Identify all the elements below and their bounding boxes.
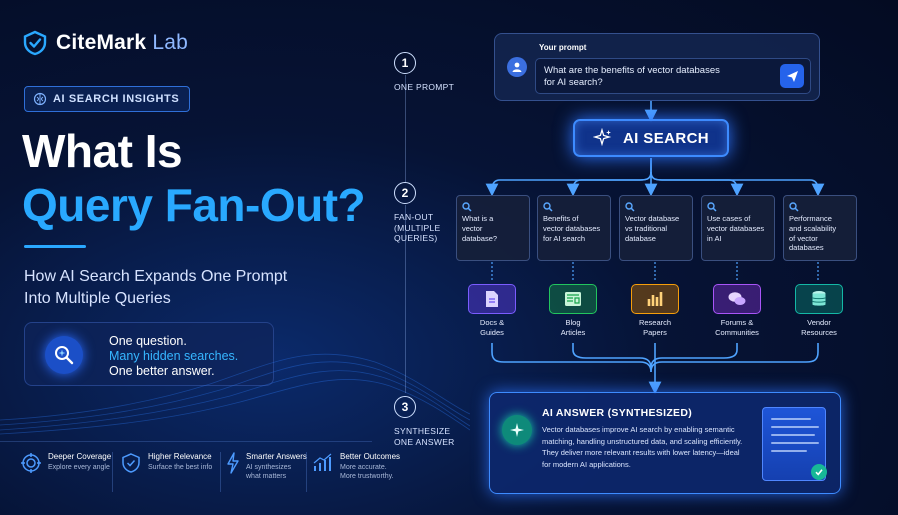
benefit-title: Smarter Answers	[246, 452, 307, 461]
brand-name: CiteMark Lab	[56, 31, 188, 54]
target-icon	[21, 453, 41, 473]
answer-document-icon	[762, 407, 827, 481]
source-forums-communities	[713, 284, 761, 314]
send-button[interactable]	[780, 64, 804, 88]
step-3-label: SYNTHESIZE ONE ANSWER	[394, 426, 455, 447]
search-icon	[707, 202, 717, 212]
prompt-panel: Your prompt What are the benefits of vec…	[494, 33, 820, 101]
question-line1: One question.	[109, 334, 187, 348]
benefit-smarter-answers: Smarter Answers AI synthesizes what matt…	[226, 452, 307, 482]
shield-check-logo-icon	[23, 30, 47, 56]
benefit-separator	[112, 452, 113, 492]
step-connector	[405, 75, 406, 183]
bolt-icon	[227, 452, 239, 474]
benefit-desc: Explore every angle	[48, 463, 110, 471]
send-icon	[786, 70, 798, 82]
step-2-label: FAN-OUT (MULTIPLE QUERIES)	[394, 212, 441, 244]
step-3-circle: 3	[394, 396, 416, 418]
source-vendor-resources	[795, 284, 843, 314]
step-2-circle: 2	[394, 182, 416, 204]
sparkle-icon	[502, 415, 532, 445]
check-icon	[811, 464, 827, 480]
chart-bars-icon	[647, 292, 663, 306]
article-icon	[565, 292, 581, 306]
prompt-label: Your prompt	[539, 43, 587, 52]
step-connector	[405, 205, 406, 393]
headline-line2: Query Fan-Out?	[22, 179, 366, 231]
benefit-separator	[220, 452, 221, 492]
user-avatar-icon	[507, 57, 527, 77]
brain-icon	[33, 92, 47, 106]
step-1-circle: 1	[394, 52, 416, 74]
decorative-wave	[0, 353, 470, 435]
benefit-higher-relevance: Higher Relevance Surface the best info	[120, 452, 212, 474]
benefit-title: Higher Relevance	[148, 452, 212, 461]
benefit-desc: Surface the best info	[148, 463, 213, 471]
chat-bubbles-icon	[728, 292, 746, 305]
document-icon	[486, 291, 498, 307]
benefit-desc: More trustworthy.	[340, 473, 394, 481]
benefit-title: Deeper Coverage	[48, 452, 112, 461]
benefit-title: Better Outcomes	[340, 452, 401, 461]
question-card: One question. Many hidden searches. One …	[24, 322, 274, 386]
search-icon	[543, 202, 553, 212]
search-icon	[462, 202, 472, 212]
source-blog-articles	[549, 284, 597, 314]
sparkle-icon	[592, 128, 612, 147]
ai-answer-panel: AI ANSWER (SYNTHESIZED) Vector databases…	[489, 392, 841, 494]
prompt-input[interactable]: What are the benefits of vector database…	[535, 58, 811, 94]
source-research-papers	[631, 284, 679, 314]
prompt-text: What are the benefits of vector database…	[544, 65, 720, 88]
benefit-deeper-coverage: Deeper Coverage Explore every angle	[20, 452, 111, 474]
question-line3: One better answer.	[109, 364, 215, 378]
step-1-label: ONE PROMPT	[394, 82, 455, 92]
shield-check-icon	[122, 453, 140, 473]
benefit-separator	[306, 452, 307, 492]
database-icon	[812, 291, 826, 306]
answer-title: AI ANSWER (SYNTHESIZED)	[542, 407, 693, 419]
source-label: Docs &Guides	[479, 318, 505, 338]
ai-search-node: AI SEARCH	[573, 119, 729, 157]
ai-search-label: AI SEARCH	[622, 129, 710, 147]
search-icon	[625, 202, 635, 212]
benefit-better-outcomes: Better Outcomes More accurate. More trus…	[312, 452, 400, 482]
question-line2: Many hidden searches.	[109, 349, 239, 363]
benefit-desc: More accurate.	[340, 463, 387, 471]
brand-logo: CiteMark Lab	[22, 30, 188, 56]
benefit-desc: AI synthesizes	[246, 463, 292, 471]
bar-growth-icon	[313, 453, 332, 471]
answer-text: Vector databases improve AI search by en…	[542, 425, 743, 469]
badge-label: AI SEARCH INSIGHTS	[53, 93, 180, 105]
headline-line1: What Is	[22, 125, 183, 177]
benefits-divider	[0, 441, 372, 442]
source-docs-guides	[468, 284, 516, 314]
search-icon	[789, 202, 799, 212]
subtitle: How AI Search Expands One Prompt Into Mu…	[24, 268, 288, 307]
source-label: Forums &Communities	[715, 318, 759, 338]
ai-search-insights-badge: AI SEARCH INSIGHTS	[24, 86, 190, 112]
headline-underline	[24, 245, 86, 248]
magnifier-sparkle-icon	[45, 336, 83, 374]
benefit-desc: what matters	[246, 473, 287, 481]
